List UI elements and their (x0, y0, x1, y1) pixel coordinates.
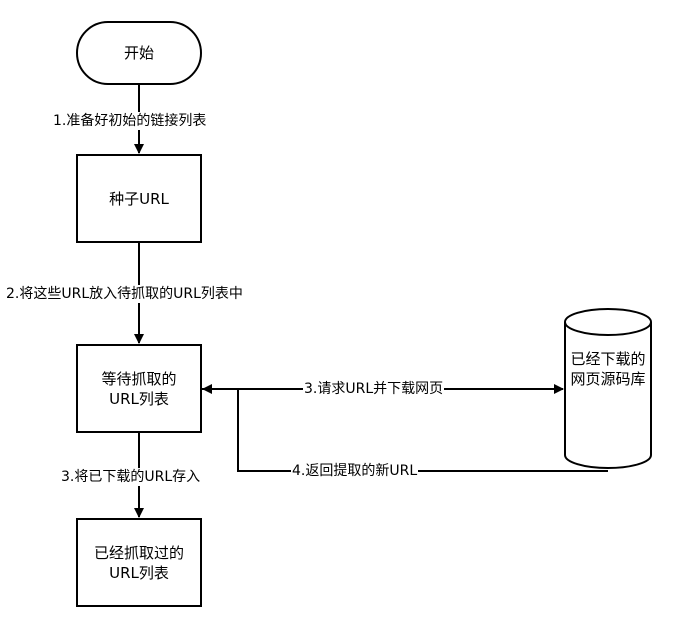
crawled-url-list-node (76, 518, 202, 607)
edge-4-arrow (202, 384, 608, 472)
edge-5-label: 3.将已下载的URL存入 (60, 468, 202, 486)
page-source-database-node (564, 308, 652, 469)
start-label: 开始 (77, 22, 201, 84)
database-label-line-1: 已经下载的 (570, 350, 646, 368)
pending-url-list-node (76, 344, 202, 433)
edge-4-label: 4.返回提取的新URL (291, 462, 419, 480)
database-label: 已经下载的 网页源码库 (565, 343, 651, 395)
edge-2-label: 2.将这些URL放入待抓取的URL列表中 (5, 285, 244, 303)
crawled-label-line-1: 已经抓取过的 (93, 543, 184, 562)
edge-1-label: 1.准备好初始的链接列表 (52, 112, 208, 130)
edge-3-label: 3.请求URL并下载网页 (303, 380, 445, 398)
seed-url-node (76, 154, 202, 243)
pending-label-line-2: URL列表 (109, 389, 169, 408)
seed-url-label: 种子URL (77, 155, 201, 242)
crawled-label-line-2: URL列表 (109, 563, 169, 582)
pending-label-line-1: 等待抓取的 (101, 369, 177, 388)
pending-url-list-label: 等待抓取的 URL列表 (77, 345, 201, 432)
database-label-line-2: 网页源码库 (570, 370, 646, 388)
seed-url-label-text: 种子URL (109, 189, 169, 208)
crawled-url-list-label: 已经抓取过的 URL列表 (77, 519, 201, 606)
start-label-text: 开始 (123, 44, 154, 62)
